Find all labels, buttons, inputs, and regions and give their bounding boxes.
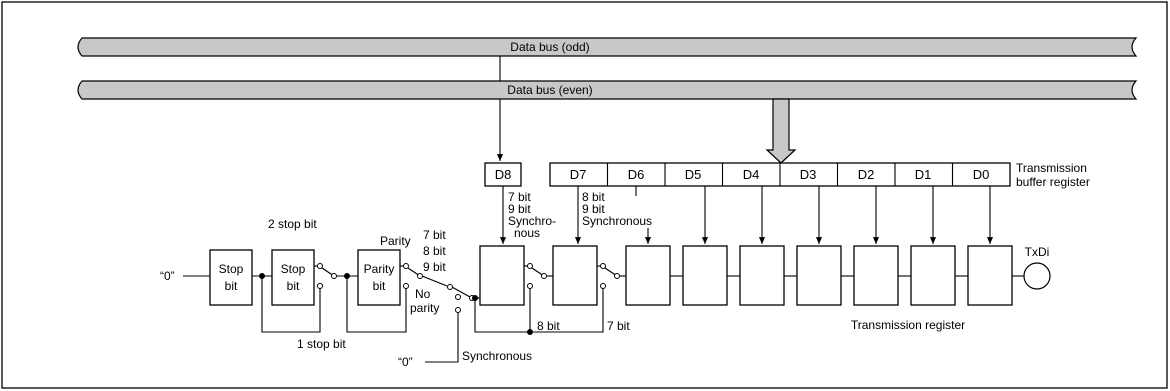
txdi-pin bbox=[1023, 262, 1051, 290]
shift-reg-cell-0 bbox=[479, 245, 525, 306]
d8-mode-9bit: 9 bit bbox=[508, 202, 531, 216]
zero-input-label: “0” bbox=[160, 269, 175, 283]
shift-reg-cell-1 bbox=[552, 245, 598, 306]
shift-reg-cell-2 bbox=[625, 245, 671, 306]
stop-bit-block-2 bbox=[271, 249, 315, 306]
stop-bit-1-label-1: Stop bbox=[219, 262, 244, 276]
parity-bit-block bbox=[357, 249, 401, 306]
d8-mode-sync-2: nous bbox=[514, 226, 540, 240]
no-parity-label-2: parity bbox=[410, 301, 439, 315]
d8-mode-7bit: 7 bit bbox=[508, 190, 531, 204]
mode-9bit-label: 9 bit bbox=[423, 260, 446, 274]
shift-reg-cell-3 bbox=[682, 245, 728, 306]
buffer-cell-d6: D6 bbox=[628, 167, 645, 182]
transmission-buffer-register: D8 D7 D6 D5 D4 D3 D2 D1 D0 Transmission … bbox=[484, 161, 1090, 189]
seven-bit-path-label: 7 bit bbox=[607, 319, 630, 333]
switch-contact bbox=[317, 263, 323, 269]
switch-contact bbox=[317, 283, 323, 289]
d7-mode-8bit: 8 bit bbox=[582, 190, 605, 204]
buffer-cell-d0: D0 bbox=[973, 167, 990, 182]
parity-bit-label-2: bit bbox=[373, 279, 386, 293]
zero-sync-label: “0” bbox=[398, 355, 413, 369]
data-bus-even: Data bus (even) bbox=[77, 80, 1138, 100]
transmission-register bbox=[479, 245, 1024, 306]
stop-bit-2-label-1: Stop bbox=[281, 262, 306, 276]
d8-mode-sync-1: Synchro- bbox=[508, 214, 556, 228]
two-stop-bit-label: 2 stop bit bbox=[268, 217, 317, 231]
d7-mode-sync: Synchronous bbox=[582, 214, 652, 228]
shift-reg-cell-4 bbox=[739, 245, 785, 306]
shift-reg-cell-6 bbox=[853, 245, 899, 306]
buffer-cell-d7: D7 bbox=[570, 167, 587, 182]
mode-8bit-label: 8 bit bbox=[423, 244, 446, 258]
one-stop-bit-label: 1 stop bit bbox=[297, 337, 346, 351]
buffer-cell-d8-label: D8 bbox=[495, 167, 512, 182]
buffer-cell-d4: D4 bbox=[743, 167, 760, 182]
synchronous-label: Synchronous bbox=[462, 349, 532, 363]
shift-reg-cell-7 bbox=[910, 245, 956, 306]
stop-bit-block-1 bbox=[209, 249, 253, 306]
data-bus-odd-label: Data bus (odd) bbox=[510, 40, 589, 54]
d7-mode-9bit: 9 bit bbox=[582, 202, 605, 216]
bus-to-buffer-wide-arrow bbox=[765, 98, 797, 164]
buffer-cell-d1: D1 bbox=[915, 167, 932, 182]
mode-7bit-label: 7 bit bbox=[423, 228, 446, 242]
stop-bit-1-label-2: bit bbox=[225, 279, 238, 293]
parity-bit-label-1: Parity bbox=[364, 262, 395, 276]
data-bus-even-label: Data bus (even) bbox=[507, 83, 592, 97]
shift-reg-cell-8 bbox=[967, 245, 1013, 306]
parity-label: Parity bbox=[380, 234, 411, 248]
buffer-register-title-2: buffer register bbox=[1016, 175, 1090, 189]
mode-select-switch bbox=[451, 286, 471, 298]
data-bus-odd: Data bus (odd) bbox=[77, 37, 1138, 57]
eight-bit-path-label: 8 bit bbox=[537, 319, 560, 333]
buffer-cell-d2: D2 bbox=[858, 167, 875, 182]
no-parity-label-1: No bbox=[415, 287, 431, 301]
buffer-register-title-1: Transmission bbox=[1016, 161, 1087, 175]
buffer-cell-d5: D5 bbox=[685, 167, 702, 182]
stop-bit-2-label-2: bit bbox=[287, 279, 300, 293]
shift-reg-cell-5 bbox=[796, 245, 842, 306]
buffer-cell-d3: D3 bbox=[800, 167, 817, 182]
txdi-label: TxDi bbox=[1025, 245, 1050, 259]
transmission-register-label: Transmission register bbox=[851, 318, 965, 332]
